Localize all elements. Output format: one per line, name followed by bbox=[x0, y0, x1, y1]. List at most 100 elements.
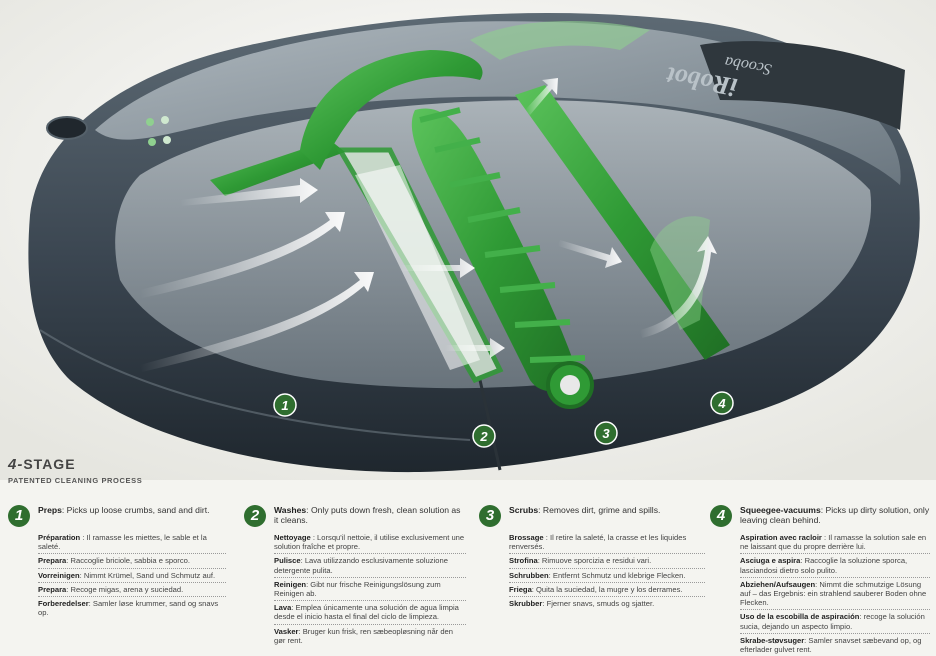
translation-label: Skrubber bbox=[509, 599, 543, 609]
translation-text: : Fjerner snavs, smuds og sjatter. bbox=[542, 599, 655, 609]
translation-text: : Lava utilizzando esclusivamente soluzi… bbox=[274, 556, 448, 575]
squeegee-bar bbox=[515, 85, 730, 360]
translation-item: Skrabe-støvsuger: Samler snavset sæbevan… bbox=[740, 634, 930, 656]
stage-number-badge: 3 bbox=[479, 505, 501, 527]
stage-description: : Only puts down fresh, clean solution a… bbox=[274, 505, 461, 525]
stage-description: : Removes dirt, grime and spills. bbox=[538, 505, 661, 515]
translation-text: : Il ramasse la solution sale en ne lais… bbox=[740, 533, 927, 552]
translation-label: Asciuga e aspira bbox=[740, 556, 801, 566]
translation-label: Vorreinigen bbox=[38, 570, 80, 580]
brush-bristles bbox=[419, 107, 586, 363]
stage-number-badge: 2 bbox=[244, 505, 266, 527]
translation-label: Prepara bbox=[38, 584, 67, 594]
translation-label: Aspiration avec racloir bbox=[740, 533, 822, 542]
stage-name: Scrubs bbox=[509, 505, 539, 515]
callout-2: 2 bbox=[472, 424, 496, 448]
translation-item: Abziehen/Aufsaugen: Nimmt die schmutzige… bbox=[740, 578, 930, 611]
svg-text:4: 4 bbox=[717, 396, 726, 411]
stage-name: Squeegee-vacuums bbox=[740, 505, 821, 515]
stage-scrubs: 3 Scrubs: Removes dirt, grime and spills… bbox=[479, 505, 705, 610]
translation-item: Nettoyage : Lorsqu'il nettoie, il utilis… bbox=[274, 531, 466, 555]
translation-item: Préparation : Il ramasse les miettes, le… bbox=[38, 531, 226, 555]
translations-list: Brossage : Il retire la saleté, la crass… bbox=[509, 531, 705, 610]
airflow-arrows bbox=[140, 78, 717, 372]
translation-text: : Raccoglie briciole, sabbia e sporco. bbox=[66, 556, 190, 566]
translation-text: : Raccoglie la soluzione sporca, lascian… bbox=[740, 556, 908, 575]
translation-label: Forberedelser bbox=[38, 599, 89, 609]
svg-text:3: 3 bbox=[602, 426, 610, 441]
translation-text: : Nimmt die schmutzige Lösung auf – das … bbox=[740, 579, 927, 608]
svg-text:2: 2 bbox=[479, 429, 488, 444]
translation-text: : Lorsqu'il nettoie, il utilise exclusiv… bbox=[274, 533, 465, 552]
prep-tube bbox=[300, 50, 483, 170]
translation-label: Strofina bbox=[509, 556, 538, 566]
translation-text: : Nimmt Krümel, Sand und Schmutz auf. bbox=[79, 570, 216, 580]
process-heading: 4-STAGE PATENTED CLEANING PROCESS bbox=[8, 456, 142, 485]
translation-label: Prepara bbox=[38, 556, 67, 566]
translation-item: Prepara: Recoge migas, arena y suciedad. bbox=[38, 583, 226, 598]
translation-label: Schrubben bbox=[509, 570, 549, 580]
scrub-brush bbox=[411, 108, 580, 392]
translations-list: Nettoyage : Lorsqu'il nettoie, il utilis… bbox=[274, 531, 466, 647]
logo-plate bbox=[700, 41, 905, 130]
translation-label: Abziehen/Aufsaugen bbox=[740, 579, 816, 589]
callout-3: 3 bbox=[594, 421, 618, 445]
stage-number-badge: 1 bbox=[8, 505, 30, 527]
translation-label: Uso de la escobilla de aspiración bbox=[740, 612, 860, 622]
stage-number-badge: 4 bbox=[710, 505, 732, 527]
translation-item: Prepara: Raccoglie briciole, sabbia e sp… bbox=[38, 554, 226, 569]
translation-item: Uso de la escobilla de aspiración: recog… bbox=[740, 610, 930, 634]
heading-subtitle: PATENTED CLEANING PROCESS bbox=[8, 476, 143, 485]
translation-label: Nettoyage bbox=[274, 533, 311, 542]
heading-title: STAGE bbox=[23, 456, 76, 472]
translation-text: : Samler løse krummer, sand og snavs op. bbox=[38, 599, 219, 618]
translation-text: : recoge la solución sucia, dejando un a… bbox=[740, 612, 925, 631]
stage-description: : Picks up dirty solution, only leaving … bbox=[740, 505, 930, 525]
translation-item: Friega: Quita la suciedad, la mugre y lo… bbox=[509, 583, 705, 598]
translation-item: Schrubben: Entfernt Schmutz und klebrige… bbox=[509, 569, 705, 583]
stage-washes: 2 Washes: Only puts down fresh, clean so… bbox=[244, 505, 466, 647]
translations-list: Préparation : Il ramasse les miettes, le… bbox=[38, 531, 226, 619]
translation-text: : Il ramasse les miettes, le sable et la… bbox=[38, 533, 207, 552]
heading-number: 4- bbox=[8, 456, 24, 473]
translation-text: : Bruger kun frisk, ren sæbeopløsning nå… bbox=[274, 626, 453, 645]
stage-name: Preps bbox=[38, 505, 62, 515]
translation-item: Forberedelser: Samler løse krummer, sand… bbox=[38, 597, 226, 619]
translation-label: Préparation bbox=[38, 533, 81, 542]
translation-text: : Recoge migas, arena y suciedad. bbox=[66, 584, 184, 594]
translation-label: Brossage bbox=[509, 533, 544, 542]
callout-4: 4 bbox=[710, 391, 734, 415]
translation-text: : Il retire la saleté, la crasse et les … bbox=[509, 533, 687, 552]
callout-1: 1 bbox=[273, 393, 297, 417]
vacuum-duct bbox=[470, 20, 650, 61]
translation-item: Aspiration avec racloir : Il ramasse la … bbox=[740, 531, 930, 555]
translation-item: Pulisce: Lava utilizzando esclusivamente… bbox=[274, 554, 466, 578]
translation-item: Vasker: Bruger kun frisk, ren sæbeopløsn… bbox=[274, 625, 466, 647]
translation-item: Vorreinigen: Nimmt Krümel, Sand und Schm… bbox=[38, 569, 226, 583]
translation-item: Brossage : Il retire la saleté, la crass… bbox=[509, 531, 705, 555]
robot-top-ring bbox=[95, 21, 901, 186]
translation-label: Friega bbox=[509, 584, 532, 594]
translation-item: Lava: Emplea únicamente una solución de … bbox=[274, 601, 466, 625]
translation-text: : Gibt nur frische Reinigungslösung zum … bbox=[274, 579, 441, 599]
translation-item: Skrubber: Fjerner snavs, smuds og sjatte… bbox=[509, 597, 705, 610]
translation-text: : Quita la suciedad, la mugre y los derr… bbox=[531, 584, 683, 594]
translation-text: : Entfernt Schmutz und klebrige Flecken. bbox=[548, 570, 686, 580]
translation-label: Pulisce bbox=[274, 556, 301, 566]
svg-text:1: 1 bbox=[281, 398, 288, 413]
translations-list: Aspiration avec racloir : Il ramasse la … bbox=[740, 531, 930, 656]
translation-label: Reinigen bbox=[274, 579, 307, 589]
stage-squeegee-vacuums: 4 Squeegee-vacuums: Picks up dirty solut… bbox=[710, 505, 930, 656]
stage-description: : Picks up loose crumbs, sand and dirt. bbox=[61, 505, 210, 515]
translation-text: : Emplea únicamente una solución de agua… bbox=[274, 603, 459, 622]
translation-item: Asciuga e aspira: Raccoglie la soluzione… bbox=[740, 554, 930, 578]
translation-label: Lava bbox=[274, 603, 292, 613]
translation-item: Reinigen: Gibt nur frische Reinigungslös… bbox=[274, 578, 466, 602]
control-knob bbox=[46, 116, 88, 140]
translation-label: Skrabe-støvsuger bbox=[740, 635, 805, 645]
translation-text: : Rimuove sporcizia e residui vari. bbox=[537, 556, 652, 566]
robot-cutaway-illustration: iRobot Scooba 1 2 3 4 bbox=[0, 0, 936, 480]
translation-item: Strofina: Rimuove sporcizia e residui va… bbox=[509, 554, 705, 569]
translation-label: Vasker bbox=[274, 626, 299, 636]
stage-preps: 1 Preps: Picks up loose crumbs, sand and… bbox=[8, 505, 226, 619]
